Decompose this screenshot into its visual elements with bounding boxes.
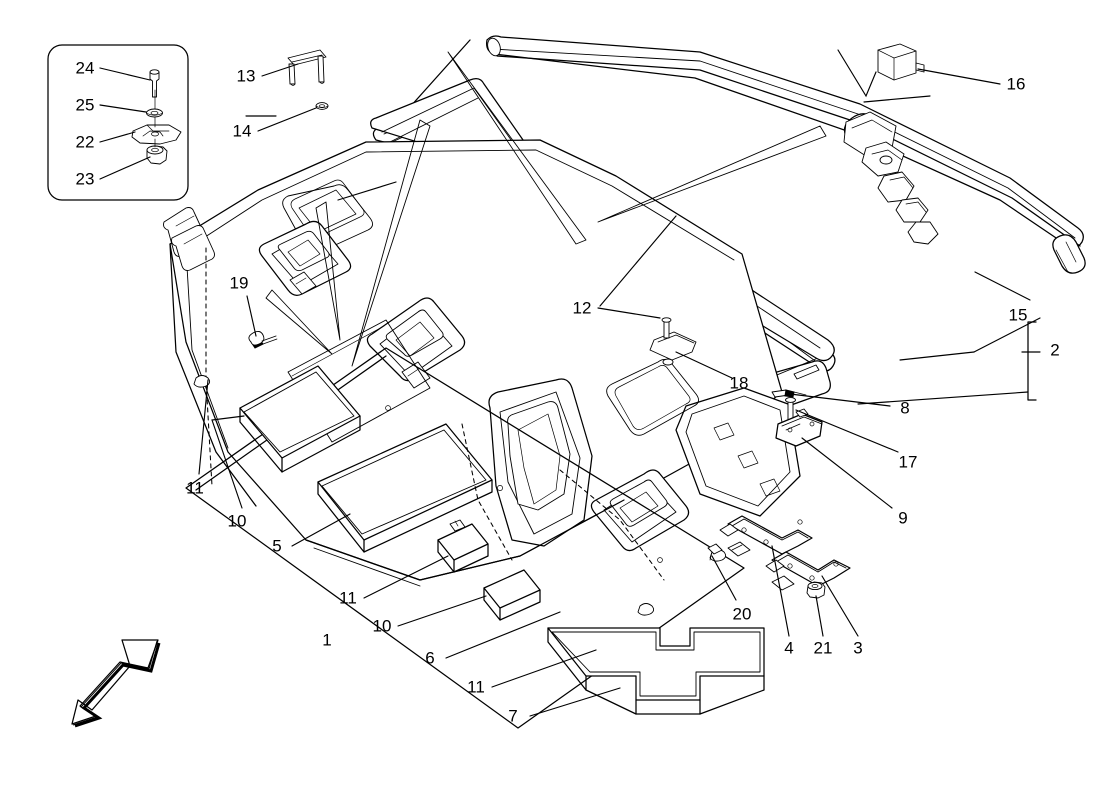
nut-part-21 xyxy=(806,581,826,599)
group-bracket-2 xyxy=(1021,321,1041,401)
leader-7 xyxy=(529,687,621,717)
pointer-wedge-e xyxy=(265,289,333,355)
callout-label-11-a: 11 xyxy=(186,478,204,498)
bracket-part-4 xyxy=(719,515,813,557)
parcel-shelf-body xyxy=(163,139,801,587)
leader-11-b xyxy=(363,555,449,599)
callout-label-5: 5 xyxy=(272,536,282,556)
callout-label-18: 18 xyxy=(729,373,749,393)
pointer-wedge-b xyxy=(351,119,431,367)
callout-label-19: 19 xyxy=(229,273,249,293)
screw-part-19 xyxy=(248,330,278,349)
mounting-block-a xyxy=(437,519,489,573)
blind-motor-part-16 xyxy=(877,43,925,81)
leader-17 xyxy=(795,409,899,453)
seat-belt-guide-left xyxy=(258,220,352,296)
seat-belt-guide-center xyxy=(366,297,466,389)
callout-label-16: 16 xyxy=(1006,74,1026,94)
callout-label-20: 20 xyxy=(732,604,752,624)
leader-12 xyxy=(597,307,661,319)
pointer-wedge-d xyxy=(447,51,587,245)
bracket-part-18 xyxy=(649,317,697,366)
leader-3 xyxy=(821,575,859,637)
callout-label-8: 8 xyxy=(900,398,910,418)
motor-pointer-2 xyxy=(863,95,931,103)
leader-14 xyxy=(257,107,317,132)
alignment-dash-center xyxy=(461,423,513,561)
grommet-part-14 xyxy=(315,102,329,110)
center-belt-tower xyxy=(488,378,593,547)
callout-label-4: 4 xyxy=(784,638,794,658)
callout-label-10-a: 10 xyxy=(227,511,247,531)
callout-label-10-b: 10 xyxy=(372,616,392,636)
leader-5 xyxy=(291,513,351,547)
pointer-wedge-c xyxy=(597,125,827,223)
leader-10-a xyxy=(211,415,245,509)
leader-21 xyxy=(815,595,824,637)
eyelet-a xyxy=(193,375,211,388)
pointer-wedge-a xyxy=(315,201,341,341)
clip-strip-part-13 xyxy=(287,49,327,86)
callout-label-14: 14 xyxy=(232,121,252,141)
leader-19 xyxy=(246,295,257,337)
leader-15 xyxy=(974,271,1031,301)
bracket-part-3 xyxy=(765,551,851,591)
callout-label-12: 12 xyxy=(572,298,592,318)
leader-10-b xyxy=(397,595,487,627)
alignment-dash-right xyxy=(559,469,665,581)
callout-label-6: 6 xyxy=(425,648,435,668)
leader-20 xyxy=(711,555,737,601)
pin-part-8 xyxy=(771,389,807,398)
callout-label-3: 3 xyxy=(853,638,863,658)
forward-direction-arrow xyxy=(71,639,161,728)
inset-label-22: 22 xyxy=(75,132,95,152)
leader-8 xyxy=(789,393,891,407)
leader-2-c xyxy=(857,391,1029,405)
callout-label-2: 2 xyxy=(1050,340,1060,360)
leader-18 xyxy=(675,351,733,379)
leader-4 xyxy=(771,545,790,637)
motor-pointer xyxy=(837,49,877,98)
clip-part-20 xyxy=(707,543,723,561)
tick-leader-a xyxy=(337,181,397,201)
callout-label-7: 7 xyxy=(508,706,518,726)
inset-label-25: 25 xyxy=(75,95,95,115)
callout-label-13: 13 xyxy=(236,66,256,86)
callout-label-9: 9 xyxy=(898,508,908,528)
callout-label-17: 17 xyxy=(898,452,918,472)
leader-13 xyxy=(261,63,299,77)
leader-2-up xyxy=(973,317,1041,353)
callout-label-11-c: 11 xyxy=(467,677,485,697)
leader-12-b xyxy=(599,215,677,307)
leader-9 xyxy=(801,437,893,509)
leader-11-a xyxy=(198,379,209,475)
callout-label-11-b: 11 xyxy=(339,588,357,608)
callout-label-1: 1 xyxy=(322,630,332,650)
inset-label-24: 24 xyxy=(75,58,95,78)
mounting-block-b xyxy=(483,569,541,621)
leader-2-b xyxy=(899,351,975,361)
eyelet-b xyxy=(637,603,655,616)
cover-panel-part-5 xyxy=(317,423,493,553)
callout-label-15: 15 xyxy=(1008,305,1028,325)
insulation-pad-left xyxy=(239,365,361,473)
inset-label-23: 23 xyxy=(75,169,95,189)
leader-6 xyxy=(445,611,561,659)
pad-strip-lower xyxy=(547,627,765,715)
bolt-part-17 xyxy=(785,397,796,421)
leader-11-c xyxy=(491,649,597,688)
callout-label-21: 21 xyxy=(813,638,833,658)
fastener-detail-inset-box xyxy=(47,44,189,201)
support-bracket-part-9 xyxy=(775,408,823,447)
leader-16 xyxy=(917,68,1001,85)
blind-drive-mechanism xyxy=(843,111,939,245)
